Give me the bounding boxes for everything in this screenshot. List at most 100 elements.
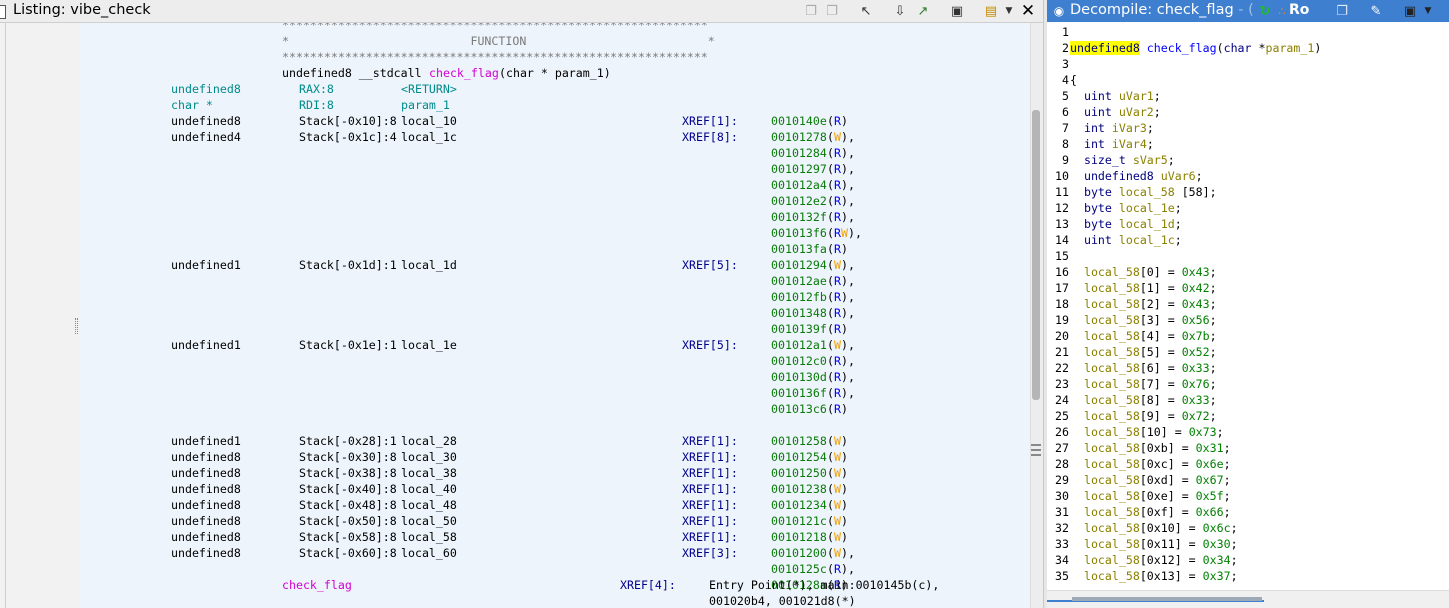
code-token: * [1251,41,1266,55]
code-line[interactable]: local_58[9] = 0x72; [1070,408,1217,424]
code-line[interactable]: byte local_58 [58]; [1070,184,1217,200]
line-number: 6 [1062,105,1069,119]
code-line[interactable]: local_58[0x10] = 0x6c; [1070,520,1238,536]
code-line[interactable]: local_58[8] = 0x33; [1070,392,1217,408]
copy-icon[interactable]: ❐ [1336,3,1348,19]
code-token-num: 0x5f [1195,489,1224,503]
code-token: ; [1174,201,1182,215]
xref-address: 00101348 [771,306,827,320]
read-only-label[interactable]: Ro [1289,2,1310,18]
code-token-num: 0x73 [1188,425,1217,439]
code-line[interactable]: byte local_1e; [1070,200,1182,216]
listing-scrollbar-thumb[interactable] [1032,110,1040,400]
code-line[interactable]: local_58[0xc] = 0x6e; [1070,456,1231,472]
code-line[interactable]: local_58[2] = 0x43; [1070,296,1217,312]
listing-options-icon[interactable]: ▤ [984,3,998,19]
decompile-title: Decompile: check_flag - ( [1070,2,1254,18]
code-token [1070,153,1084,167]
xref-paren: ( [827,306,834,320]
code-token [1070,457,1084,471]
code-line[interactable]: uint uVar2; [1070,104,1161,120]
snapshot-icon[interactable]: ▣ [1403,3,1417,19]
code-token [1070,361,1084,375]
code-token: [3] = [1139,313,1182,327]
listing-view[interactable]: ****************************************… [80,23,1030,608]
code-token: ; [1209,393,1217,407]
code-token [1112,201,1119,215]
code-token: [10] = [1139,425,1189,439]
code-line[interactable]: local_58[4] = 0x7b; [1070,328,1217,344]
code-line[interactable]: local_58[6] = 0x33; [1070,360,1217,376]
line-number: 16 [1055,265,1069,279]
xref-address: 0010130d [771,370,827,384]
code-token: ; [1230,537,1238,551]
code-line[interactable]: local_58[3] = 0x56; [1070,312,1217,328]
xref-address: 0010128a [771,578,827,592]
code-token [1070,329,1084,343]
code-line[interactable]: local_58[7] = 0x76; [1070,376,1217,392]
xref-access-R: R [834,562,841,576]
close-icon[interactable]: ✕ [1020,1,1036,21]
xref-address: 0010140e [771,114,827,128]
chevron-down-icon[interactable]: ▼ [1005,6,1013,16]
code-line[interactable]: local_58[1] = 0x42; [1070,280,1217,296]
code-token-var: local_1d [1118,217,1175,231]
snapshot-icon[interactable]: ▣ [950,3,964,19]
panel-divider[interactable] [1043,0,1047,608]
code-line[interactable]: local_58[0x12] = 0x34; [1070,552,1238,568]
listing-window-icon [0,5,6,19]
code-line[interactable]: local_58[0xb] = 0x31; [1070,440,1231,456]
code-line[interactable]: undefined8 uVar6; [1070,168,1203,184]
code-line[interactable]: local_58[0xf] = 0x66; [1070,504,1231,520]
code-line[interactable]: local_58[0xe] = 0x5f; [1070,488,1231,504]
drag-handle[interactable] [75,318,78,334]
xref-paren: ( [827,114,834,128]
code-token-num: 0x7b [1181,329,1210,343]
xref-paren: ) [841,450,848,464]
code-line[interactable]: uint local_1c; [1070,232,1182,248]
xref-paren: ) [841,482,848,496]
edit-icon[interactable]: ✎ [1370,3,1382,19]
code-line[interactable]: int iVar4; [1070,136,1154,152]
code-line[interactable]: int iVar3; [1070,120,1154,136]
code-token-kw: size_t [1083,153,1126,167]
code-line[interactable]: local_58[0x11] = 0x30; [1070,536,1238,552]
chevron-down-icon[interactable]: ▼ [1424,6,1432,16]
decompile-horizontal-scrollbar[interactable] [1047,590,1449,608]
variable-location: Stack[-0x38]:8 [299,466,397,480]
xref-paren: ( [827,290,834,304]
xref-access-W: W [834,130,841,144]
graph-nodes-icon[interactable]: ∴ [1278,4,1286,18]
code-token-var: local_58 [1083,361,1140,375]
code-token [1154,169,1161,183]
code-line[interactable]: undefined8 check_flag(char *param_1) [1070,40,1321,56]
code-line[interactable]: local_58[0] = 0x43; [1070,264,1217,280]
select-cursor-icon[interactable]: ↖ [860,3,872,19]
code-line[interactable]: uint uVar1; [1070,88,1161,104]
code-line[interactable]: { [1070,72,1077,88]
navigate-icon[interactable]: ⇩ [894,3,906,19]
paste-icon[interactable]: ❐ [826,3,838,19]
code-line[interactable]: local_58[5] = 0x52; [1070,344,1217,360]
copy-icon[interactable]: ❐ [805,3,817,19]
signature-prefix: undefined8 __stdcall [282,66,429,80]
code-line[interactable]: local_58[0x13] = 0x37; [1070,568,1238,584]
refresh-icon[interactable]: ↻ [1259,3,1271,19]
variable-type: undefined1 [171,434,241,448]
xref-paren: ( [827,562,834,576]
line-number: 29 [1055,473,1069,487]
code-line[interactable]: byte local_1d; [1070,216,1182,232]
variable-type: undefined1 [171,338,241,352]
code-token: [0x12] = [1139,553,1203,567]
code-line[interactable]: local_58[10] = 0x73; [1070,424,1224,440]
code-token [1105,121,1112,135]
code-token-num: 0x56 [1181,313,1210,327]
code-line[interactable]: size_t sVar5; [1070,152,1175,168]
code-token-var: local_1c [1118,233,1175,247]
xref-address: 00101278 [771,130,827,144]
scrollbar-thumb[interactable] [1072,597,1262,601]
graph-icon[interactable]: ↗ [917,3,929,19]
code-line[interactable]: local_58[0xd] = 0x67; [1070,472,1231,488]
code-token-kw: uint [1083,89,1112,103]
